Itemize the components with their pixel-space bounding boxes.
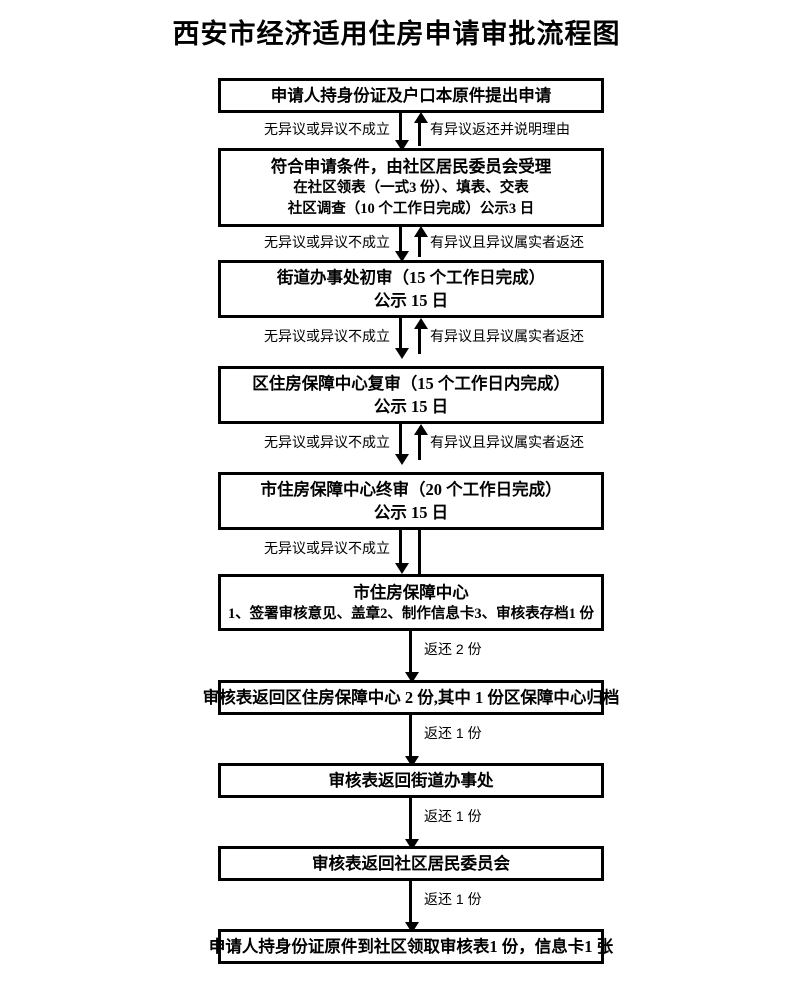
node-line-1: 区住房保障中心复审（15 个工作日内完成） — [252, 374, 570, 393]
node-line-1: 街道办事处初审（15 个工作日完成） — [276, 268, 546, 287]
edge-down-arrowhead-4 — [395, 454, 409, 465]
node-line-1: 审核表返回街道办事处 — [328, 770, 494, 790]
node-line-1: 市住房保障中心终审（20 个工作日完成） — [260, 480, 562, 499]
flow-node-return-to-district-center[interactable]: 审核表返回区住房保障中心 2 份,其中 1 份区保障中心归档 — [203, 680, 619, 715]
edge-down-line-3 — [399, 318, 402, 354]
edge-label-return-1-copy-c: 返还 1 份 — [424, 891, 482, 907]
edge-label-return-1-copy-b: 返还 1 份 — [424, 808, 482, 824]
flow-node-applicant-collect-documents[interactable]: 申请人持身份证原件到社区领取审核表1 份，信息卡1 张 — [209, 929, 613, 964]
node-line-2: 1、签署审核意见、盖章2、制作信息卡3、审核表存档1 份 — [227, 605, 595, 622]
edge-up-arrowhead-4 — [414, 424, 428, 435]
edge-up-line-4 — [418, 430, 421, 460]
edge-up-line-2 — [418, 232, 421, 257]
flow-node-community-committee-accept[interactable]: 符合申请条件，由社区居民委员会受理 在社区领表（一式3 份）、填表、交表 社区调… — [218, 148, 604, 227]
edge-label-return-2-copies: 返还 2 份 — [424, 641, 482, 657]
edge-down-arrowhead-9 — [405, 922, 419, 933]
edge-down-line-5 — [399, 530, 402, 569]
edge-down-line-1 — [399, 113, 402, 146]
node-line-1: 审核表返回社区居民委员会 — [312, 853, 510, 873]
page-title: 西安市经济适用住房申请审批流程图 — [172, 19, 621, 49]
edge-down-arrowhead-6 — [405, 672, 419, 683]
edge-down-arrowhead-2 — [395, 251, 409, 262]
edge-label-no-objection-4: 无异议或异议不成立 — [264, 434, 390, 450]
flow-node-return-to-community-committee[interactable]: 审核表返回社区居民委员会 — [218, 846, 604, 881]
node-line-1: 符合申请条件，由社区居民委员会受理 — [270, 157, 552, 176]
edge-up-line-5 — [418, 530, 421, 574]
flow-node-city-housing-center-actions[interactable]: 市住房保障中心 1、签署审核意见、盖章2、制作信息卡3、审核表存档1 份 — [218, 574, 604, 631]
edge-label-return-1-copy-a: 返还 1 份 — [424, 725, 482, 741]
edge-down-line-6 — [409, 631, 412, 678]
edge-label-no-objection-2: 无异议或异议不成立 — [264, 234, 390, 250]
edge-down-arrowhead-5 — [395, 563, 409, 574]
edge-up-arrowhead-1 — [414, 112, 428, 123]
edge-down-line-2 — [399, 227, 402, 257]
flow-node-district-housing-center-recheck[interactable]: 区住房保障中心复审（15 个工作日内完成） 公示 15 日 — [218, 366, 604, 424]
node-line-2: 公示 15 日 — [373, 503, 449, 522]
edge-label-objection-3: 有异议且异议属实者返还 — [430, 328, 584, 344]
edge-label-no-objection-1: 无异议或异议不成立 — [264, 121, 390, 137]
edge-down-line-9 — [409, 881, 412, 928]
flow-node-city-housing-center-final-review[interactable]: 市住房保障中心终审（20 个工作日完成） 公示 15 日 — [218, 472, 604, 530]
edge-label-objection-1: 有异议返还并说明理由 — [430, 121, 570, 137]
edge-down-line-4 — [399, 424, 402, 460]
edge-down-arrowhead-3 — [395, 348, 409, 359]
edge-down-arrowhead-7 — [405, 756, 419, 767]
edge-label-no-objection-5: 无异议或异议不成立 — [264, 540, 390, 556]
edge-label-objection-4: 有异议且异议属实者返还 — [430, 434, 584, 450]
edge-label-no-objection-3: 无异议或异议不成立 — [264, 328, 390, 344]
edge-up-line-1 — [418, 118, 421, 146]
node-line-3: 社区调查（10 个工作日完成）公示3 日 — [287, 201, 535, 217]
edge-up-arrowhead-3 — [414, 318, 428, 329]
node-line-2: 公示 15 日 — [373, 291, 449, 310]
edge-down-line-7 — [409, 715, 412, 762]
node-line-2: 公示 15 日 — [373, 397, 449, 416]
edge-up-line-3 — [418, 324, 421, 354]
node-line-1: 审核表返回区住房保障中心 2 份,其中 1 份区保障中心归档 — [202, 687, 620, 707]
edge-down-arrowhead-1 — [395, 140, 409, 151]
edge-down-line-8 — [409, 798, 412, 845]
flow-node-street-office-first-review[interactable]: 街道办事处初审（15 个工作日完成） 公示 15 日 — [218, 260, 604, 318]
node-line-1: 申请人持身份证及户口本原件提出申请 — [270, 85, 552, 105]
node-line-1: 市住房保障中心 — [353, 582, 469, 602]
edge-label-objection-2: 有异议且异议属实者返还 — [430, 234, 584, 250]
node-line-2: 在社区领表（一式3 份）、填表、交表 — [293, 180, 529, 196]
node-line-1: 申请人持身份证原件到社区领取审核表1 份，信息卡1 张 — [208, 936, 614, 956]
edge-down-arrowhead-8 — [405, 839, 419, 850]
flow-node-return-to-street-office[interactable]: 审核表返回街道办事处 — [218, 763, 604, 798]
flow-node-application-submit[interactable]: 申请人持身份证及户口本原件提出申请 — [218, 78, 604, 113]
edge-up-arrowhead-2 — [414, 226, 428, 237]
